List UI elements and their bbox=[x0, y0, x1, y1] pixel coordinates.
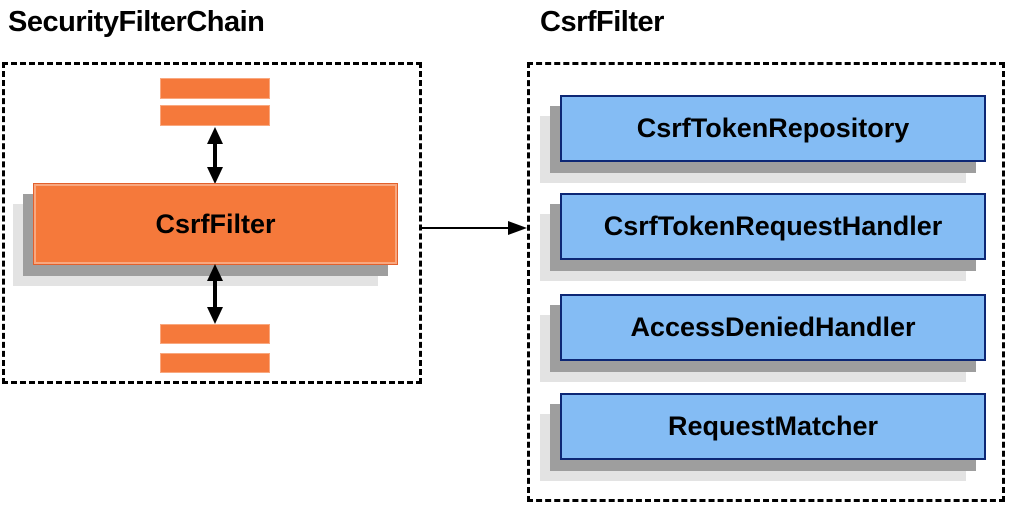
csrf-filter-container bbox=[527, 62, 1005, 502]
component-label: CsrfTokenRepository bbox=[636, 113, 910, 143]
csrf-token-repository-box: CsrfTokenRepository bbox=[560, 95, 986, 162]
filter-placeholder-bar bbox=[160, 105, 270, 126]
component-label: AccessDeniedHandler bbox=[630, 312, 916, 342]
bidirectional-vertical-arrow-icon bbox=[207, 127, 223, 184]
access-denied-handler-box: AccessDeniedHandler bbox=[560, 294, 986, 361]
request-matcher-box: RequestMatcher bbox=[560, 393, 986, 460]
component-label: RequestMatcher bbox=[667, 411, 879, 441]
component-label: CsrfTokenRequestHandler bbox=[603, 211, 943, 241]
flow-arrow-icon bbox=[421, 221, 527, 235]
csrf-filter-box-label: CsrfFilter bbox=[155, 208, 276, 239]
filter-placeholder-bar bbox=[160, 353, 270, 373]
filter-placeholder-bar bbox=[160, 78, 270, 99]
security-filter-chain-container bbox=[2, 62, 422, 384]
csrf-filter-title: CsrfFilter bbox=[540, 6, 664, 38]
security-filter-chain-title: SecurityFilterChain bbox=[8, 6, 265, 38]
csrf-token-request-handler-box: CsrfTokenRequestHandler bbox=[560, 193, 986, 260]
csrf-filter-box: CsrfFilter bbox=[33, 183, 398, 265]
filter-placeholder-bar bbox=[160, 324, 270, 344]
bidirectional-vertical-arrow-icon bbox=[207, 264, 223, 324]
